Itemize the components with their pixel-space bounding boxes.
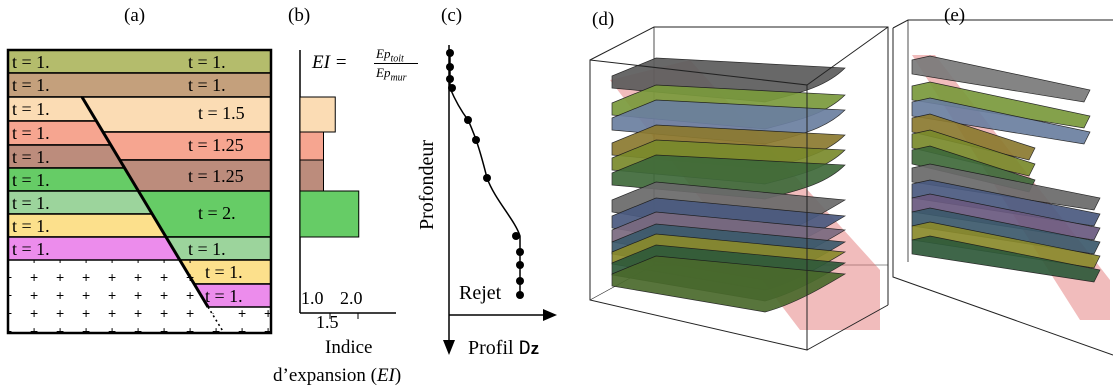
ei-tick-label-1: 1.0 (301, 288, 324, 308)
profile-axis-label: Profil Dz (468, 338, 539, 360)
right-layer-label-1: t = 1. (188, 52, 226, 72)
right-layer-label-5: t = 1.25 (188, 166, 244, 186)
panel-label-a: (a) (124, 5, 146, 26)
profile-point-2 (446, 63, 454, 71)
panel-a-cross-section (6, 48, 273, 335)
profile-point-7 (483, 174, 491, 182)
ei-bar-3 (299, 159, 324, 192)
panel-label-b: (b) (288, 5, 311, 26)
horizon-e-5 (911, 129, 1036, 177)
right-layer-label-3: t = 1.5 (198, 103, 245, 123)
ei-axis-label-end: ) (394, 365, 402, 386)
panel-d-3d-model (589, 26, 889, 351)
basement-right (222, 307, 271, 333)
rejet-annotation: Rejet (459, 282, 502, 304)
denominator-text: Ep (376, 65, 391, 80)
right-layer-label-8: t = 1. (205, 262, 243, 282)
basement-left (8, 260, 222, 333)
profile-label-mono: D (518, 338, 531, 361)
ei-axis-label-text: d’expansion ( (273, 365, 377, 386)
formula-denominator: Epmur (376, 65, 407, 84)
panel-label-e: (e) (944, 5, 966, 26)
right-layer-label-9: t = 1. (205, 286, 243, 306)
profile-point-1 (446, 49, 454, 57)
numerator-sub: toit (390, 53, 404, 65)
panel-label-d: (d) (592, 9, 615, 30)
horizon-e-12 (911, 235, 1101, 283)
right-layer-label-2: t = 1. (188, 75, 226, 95)
depth-axis-arrow (443, 340, 455, 355)
ei-tick-label-2: 2.0 (340, 288, 363, 308)
profile-label-text: Profil (468, 337, 519, 359)
right-layer-label-7: t = 1. (188, 239, 226, 259)
ei-axis-label-line1: Indice (325, 337, 373, 358)
box-d-back (589, 26, 889, 305)
horizon-e-4 (911, 113, 1036, 161)
fault-line (80, 96, 210, 308)
profile-axis-arrow (543, 309, 557, 321)
horizon-e-10 (911, 207, 1101, 255)
left-layer-label-2: t = 1. (12, 75, 50, 95)
profile-point-11 (516, 277, 524, 285)
horizon-e-11 (911, 221, 1101, 269)
ei-tick-label-3: 1.5 (316, 312, 339, 332)
right-layer-4 (101, 131, 272, 161)
right-layer-label-6: t = 2. (198, 203, 236, 223)
left-layer-label-8: t = 1. (12, 216, 50, 236)
panel-label-c: (c) (441, 5, 463, 26)
ei-bar-2 (299, 131, 324, 161)
box-e-back (892, 19, 1113, 29)
right-layer-label-4: t = 1.25 (188, 135, 244, 155)
section-frame (6, 48, 273, 335)
panel-b-expansion-index (299, 50, 396, 319)
left-layer-label-6: t = 1. (12, 170, 50, 190)
ei-axis-label-line2: d’expansion (EI) (273, 366, 401, 385)
profile-point-6 (472, 136, 480, 144)
horizon-e-3 (911, 97, 1091, 145)
ei-bar-4 (299, 190, 360, 238)
profile-point-3 (446, 75, 454, 83)
left-layer-label-1: t = 1. (12, 52, 50, 72)
horizon-e-8 (911, 179, 1101, 227)
denominator-sub: mur (390, 72, 407, 84)
box-e-front (892, 28, 1113, 356)
left-layer-label-5: t = 1. (12, 147, 50, 167)
profile-point-12 (516, 291, 524, 299)
profile-point-5 (464, 116, 472, 124)
profile-point-8 (512, 232, 520, 240)
throw-profile-curve (449, 53, 521, 295)
horizon-e-9 (911, 193, 1101, 241)
horizon-d-13 (611, 255, 847, 313)
profile-point-10 (516, 261, 524, 269)
left-layer-label-7: t = 1. (12, 193, 50, 213)
horizon-e-2 (911, 81, 1091, 129)
horizon-e-1 (911, 55, 1091, 103)
ei-bar-1 (299, 96, 336, 133)
profile-point-9 (516, 248, 524, 256)
fault-line-dotted (207, 306, 225, 334)
ei-axis-label-var: EI (376, 365, 395, 386)
formula-numerator: Eptoit (376, 46, 404, 65)
profile-label-bold: z (530, 339, 540, 358)
left-layer-label-9: t = 1. (12, 239, 50, 259)
horizon-e-7 (911, 163, 1101, 211)
numerator-text: Ep (376, 46, 391, 61)
panel-c-profile (443, 45, 557, 355)
left-layer-label-4: t = 1. (12, 123, 50, 143)
depth-axis-label: Profondeur (416, 140, 438, 230)
panel-e-3d-model (892, 19, 1113, 356)
formula-fraction-bar (374, 63, 418, 64)
left-layer-label-3: t = 1. (12, 99, 50, 119)
formula-lhs: EI = (312, 52, 348, 73)
profile-point-4 (448, 84, 456, 92)
